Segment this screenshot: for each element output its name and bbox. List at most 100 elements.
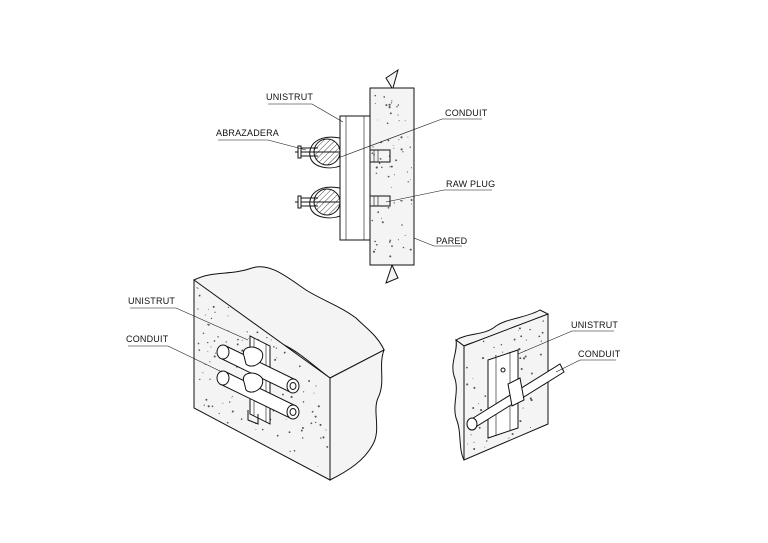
concrete-speck xyxy=(203,404,205,406)
concrete-speck xyxy=(256,331,259,334)
concrete-speck xyxy=(393,147,395,149)
concrete-speck xyxy=(473,447,476,451)
concrete-speck xyxy=(246,331,248,333)
concrete-speck xyxy=(207,309,209,311)
concrete-speck xyxy=(520,335,523,338)
leader-raw-plug xyxy=(385,189,492,203)
concrete-speck xyxy=(202,372,204,374)
concrete-speck xyxy=(393,174,395,176)
concrete-speck xyxy=(473,386,476,389)
concrete-speck xyxy=(374,240,376,243)
concrete-speck xyxy=(288,431,291,434)
concrete-speck xyxy=(391,186,393,188)
concrete-speck xyxy=(387,206,390,209)
concrete-speck xyxy=(241,339,243,341)
concrete-speck xyxy=(406,171,408,173)
concrete-speck xyxy=(400,136,403,139)
concrete-speck xyxy=(530,399,533,402)
concrete-speck xyxy=(313,392,315,394)
concrete-speck xyxy=(206,323,208,325)
concrete-speck xyxy=(511,432,514,436)
concrete-speck xyxy=(383,96,386,98)
concrete-speck xyxy=(255,428,257,430)
concrete-speck xyxy=(301,437,304,439)
leader-abrazadera xyxy=(218,139,307,151)
label-unistrut-right: UNISTRUT xyxy=(571,320,618,330)
label-pared: PARED xyxy=(436,236,468,246)
concrete-speck xyxy=(215,352,217,354)
wall-panel-side xyxy=(452,338,465,461)
conduit-clamp-lower xyxy=(295,186,341,219)
concrete-speck xyxy=(387,139,390,142)
concrete-speck xyxy=(494,355,497,357)
concrete-speck xyxy=(202,332,205,335)
concrete-speck xyxy=(372,146,374,148)
concrete-speck xyxy=(207,323,210,326)
concrete-speck xyxy=(197,308,199,310)
concrete-speck xyxy=(395,159,398,162)
wall-section xyxy=(369,68,415,284)
concrete-speck xyxy=(308,380,311,382)
concrete-speck xyxy=(520,367,523,371)
concrete-speck xyxy=(214,311,216,313)
concrete-speck xyxy=(275,347,278,349)
concrete-speck xyxy=(311,410,314,413)
concrete-speck xyxy=(397,114,399,116)
concrete-speck xyxy=(248,338,249,339)
concrete-speck xyxy=(237,338,239,341)
concrete-speck xyxy=(375,243,378,246)
concrete-speck xyxy=(371,219,374,222)
concrete-speck xyxy=(529,328,531,331)
concrete-speck xyxy=(466,383,469,386)
concrete-speck xyxy=(290,395,293,399)
concrete-speck xyxy=(377,119,378,121)
concrete-speck xyxy=(204,314,206,316)
concrete-speck xyxy=(314,415,317,418)
concrete-speck xyxy=(539,353,542,356)
concrete-speck xyxy=(301,427,304,429)
concrete-speck xyxy=(213,340,216,342)
concrete-speck xyxy=(398,139,400,141)
concrete-speck xyxy=(472,378,474,380)
concrete-speck xyxy=(530,372,533,375)
concrete-speck xyxy=(381,221,384,224)
concrete-speck xyxy=(222,402,224,404)
concrete-speck xyxy=(302,401,305,403)
concrete-speck xyxy=(210,317,213,320)
concrete-speck xyxy=(391,100,393,102)
concrete-speck xyxy=(211,405,214,408)
concrete-speck xyxy=(199,378,201,381)
concrete-speck xyxy=(207,405,210,408)
leader-conduit-top xyxy=(337,118,482,159)
concrete-speck xyxy=(389,112,392,115)
concrete-speck xyxy=(389,166,391,168)
concrete-speck xyxy=(283,351,286,354)
concrete-speck xyxy=(213,355,216,358)
concrete-speck xyxy=(326,445,329,448)
concrete-speck xyxy=(379,158,382,160)
concrete-speck xyxy=(322,436,325,439)
leader-conduit-right xyxy=(555,359,616,373)
concrete-speck xyxy=(227,315,229,317)
section-view: UNISTRUT ABRAZADERA CONDUIT RAW PLUG PAR… xyxy=(216,68,495,284)
concrete-speck xyxy=(518,327,521,330)
concrete-speck xyxy=(500,343,503,346)
concrete-speck xyxy=(197,342,200,345)
concrete-speck xyxy=(401,200,403,202)
concrete-speck xyxy=(513,338,516,341)
concrete-speck xyxy=(198,294,201,297)
concrete-speck xyxy=(391,245,393,247)
concrete-speck xyxy=(381,166,383,169)
concrete-speck xyxy=(226,421,229,424)
concrete-speck xyxy=(274,358,277,361)
concrete-speck xyxy=(207,351,209,353)
concrete-speck xyxy=(227,306,230,309)
concrete-speck xyxy=(374,94,377,97)
concrete-speck xyxy=(485,440,488,442)
concrete-speck xyxy=(407,136,409,138)
concrete-speck xyxy=(273,346,275,348)
concrete-speck xyxy=(372,250,376,253)
concrete-speck xyxy=(270,339,272,341)
concrete-speck xyxy=(519,357,522,360)
concrete-speck xyxy=(319,423,322,426)
